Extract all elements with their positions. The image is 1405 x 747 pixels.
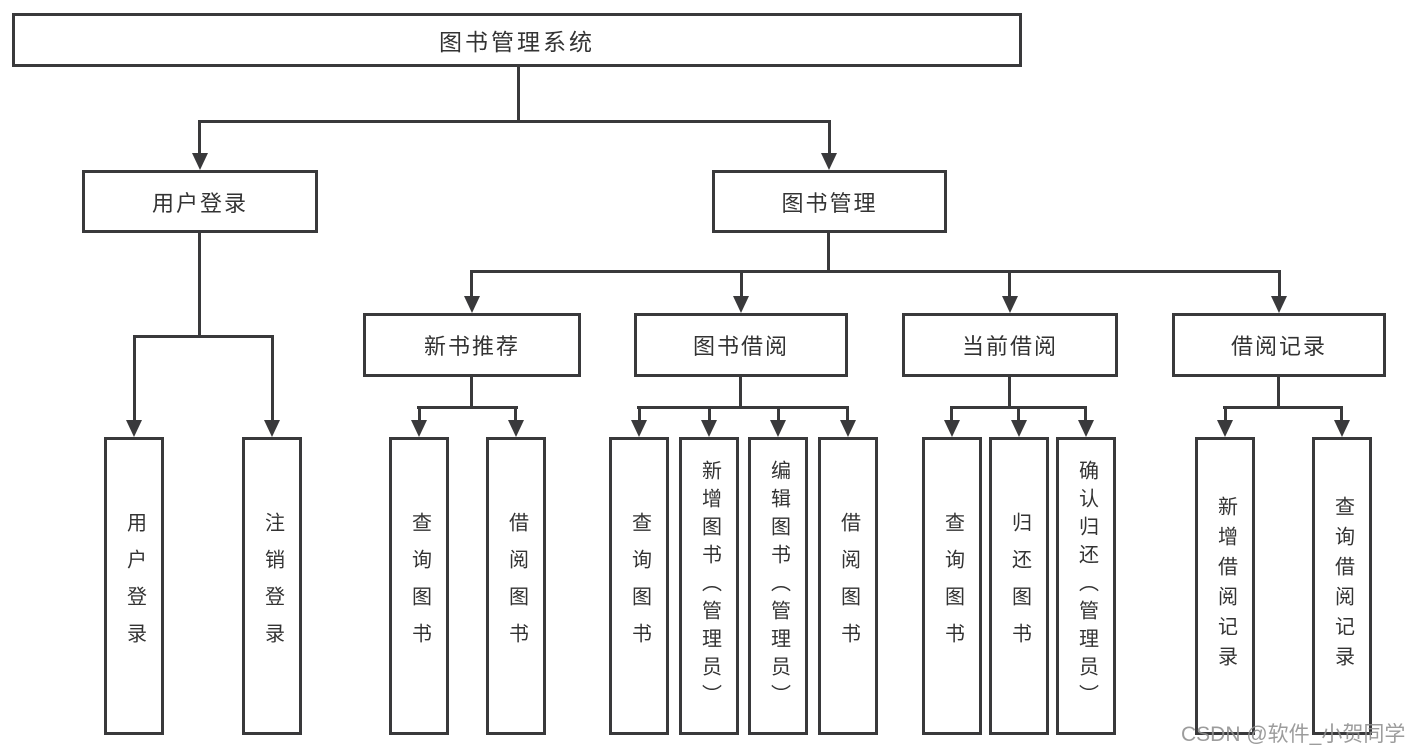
leaf-borrow-book-1-label: 借阅图书 (505, 512, 528, 660)
edge-leaf-query-book-2-stem (638, 409, 641, 421)
node-current-borrow: 当前借阅 (902, 313, 1118, 377)
leaf-query-book-1-label: 查询图书 (408, 512, 431, 660)
arrowhead-book-mgmt (821, 153, 837, 170)
arrowhead-user-login (192, 153, 208, 170)
leaf-user-login: 用户登录 (104, 437, 164, 735)
edge-leaf-add-book-stem (708, 409, 711, 421)
edge-leaf-logout-stem (271, 338, 274, 421)
node-new-book-rec-label: 新书推荐 (423, 334, 520, 359)
leaf-query-book-2: 查询图书 (609, 437, 669, 735)
edge-book-mgmt-span (470, 270, 1281, 273)
node-user-login-label: 用户登录 (151, 190, 248, 216)
leaf-logout-label: 注销登录 (261, 512, 284, 660)
arrowhead-leaf-query-book-2 (631, 420, 647, 437)
csdn-watermark: CSDN @软件_小贺同学 (1181, 723, 1405, 746)
edge-root-left-stem (198, 120, 201, 154)
edge-leaf-add-record-stem (1224, 409, 1227, 421)
arrowhead-leaf-logout (264, 420, 280, 437)
edge-root-right-stem (828, 120, 831, 154)
edge-new-book-rec-stem (470, 377, 473, 409)
edge-user-login-span (133, 335, 274, 338)
edge-root-span (198, 120, 830, 123)
node-root-label: 图书管理系统 (439, 29, 595, 55)
arrowhead-leaf-query-book-3 (944, 420, 960, 437)
leaf-return-book-label: 归还图书 (1008, 512, 1031, 660)
arrowhead-book-borrow (733, 296, 749, 313)
leaf-user-login-label: 用户登录 (123, 512, 146, 660)
leaf-query-book-2-label: 查询图书 (628, 512, 651, 660)
leaf-logout: 注销登录 (242, 437, 302, 735)
edge-new-book-rec-stem-top (470, 270, 473, 297)
edge-current-borrow-stem (1008, 377, 1011, 409)
edge-leaf-borrow-book-2-stem (846, 409, 849, 421)
edge-borrow-record-stem (1277, 377, 1280, 409)
arrowhead-leaf-add-book (701, 420, 717, 437)
edge-user-login-stem (198, 233, 201, 338)
leaf-edit-book-label: 编辑图书（管理员） (767, 460, 790, 712)
node-user-login: 用户登录 (82, 170, 318, 233)
edge-leaf-borrow-book-1-stem (514, 409, 517, 421)
leaf-borrow-book-1: 借阅图书 (486, 437, 546, 735)
arrowhead-leaf-borrow-book-2 (840, 420, 856, 437)
arrowhead-leaf-query-record (1334, 420, 1350, 437)
node-book-mgmt: 图书管理 (712, 170, 947, 233)
edge-borrow-record-span (1223, 406, 1343, 409)
leaf-borrow-book-2-label: 借阅图书 (837, 512, 860, 660)
node-new-book-rec: 新书推荐 (363, 313, 581, 377)
leaf-add-book-label: 新增图书（管理员） (698, 460, 721, 712)
edge-leaf-query-record-stem (1340, 409, 1343, 421)
leaf-query-record: 查询借阅记录 (1312, 437, 1372, 735)
arrowhead-borrow-record (1271, 296, 1287, 313)
arrowhead-current-borrow (1002, 296, 1018, 313)
arrowhead-leaf-edit-book (770, 420, 786, 437)
leaf-query-book-3-label: 查询图书 (941, 512, 964, 660)
edge-leaf-query-book-1-stem (418, 409, 421, 421)
leaf-add-record-label: 新增借阅记录 (1214, 496, 1237, 676)
edge-current-borrow-stem-top (1008, 270, 1011, 297)
node-borrow-record-label: 借阅记录 (1230, 334, 1327, 359)
node-book-borrow-label: 图书借阅 (692, 334, 789, 359)
arrowhead-leaf-add-record (1217, 420, 1233, 437)
node-current-borrow-label: 当前借阅 (961, 334, 1058, 359)
edge-book-borrow-span (637, 406, 849, 409)
edge-leaf-query-book-3-stem (950, 409, 953, 421)
leaf-confirm-return: 确认归还（管理员） (1056, 437, 1116, 735)
arrowhead-leaf-borrow-book-1 (508, 420, 524, 437)
leaf-confirm-return-label: 确认归还（管理员） (1075, 460, 1098, 712)
arrowhead-new-book-rec (464, 296, 480, 313)
edge-leaf-return-book-stem (1017, 409, 1020, 421)
edge-current-borrow-span (950, 406, 1087, 409)
arrowhead-leaf-return-book (1011, 420, 1027, 437)
leaf-borrow-book-2: 借阅图书 (818, 437, 878, 735)
edge-book-borrow-stem-top (740, 270, 743, 297)
edge-book-mgmt-stem (827, 233, 830, 273)
leaf-query-record-label: 查询借阅记录 (1331, 496, 1354, 676)
leaf-edit-book: 编辑图书（管理员） (748, 437, 808, 735)
edge-leaf-user-login-stem (133, 338, 136, 421)
arrowhead-leaf-query-book-1 (411, 420, 427, 437)
edge-root-stem (517, 67, 520, 123)
leaf-add-record: 新增借阅记录 (1195, 437, 1255, 735)
edge-leaf-edit-book-stem (777, 409, 780, 421)
leaf-add-book: 新增图书（管理员） (679, 437, 739, 735)
node-borrow-record: 借阅记录 (1172, 313, 1386, 377)
edge-borrow-record-stem-top (1278, 270, 1281, 297)
arrowhead-leaf-confirm-return (1078, 420, 1094, 437)
edge-leaf-confirm-return-stem (1084, 409, 1087, 421)
node-book-borrow: 图书借阅 (634, 313, 848, 377)
leaf-query-book-1: 查询图书 (389, 437, 449, 735)
leaf-query-book-3: 查询图书 (922, 437, 982, 735)
node-root: 图书管理系统 (12, 13, 1022, 67)
leaf-return-book: 归还图书 (989, 437, 1049, 735)
edge-book-borrow-stem (739, 377, 742, 409)
edge-new-book-rec-span (417, 406, 518, 409)
arrowhead-leaf-user-login (126, 420, 142, 437)
node-book-mgmt-label: 图书管理 (781, 190, 878, 216)
